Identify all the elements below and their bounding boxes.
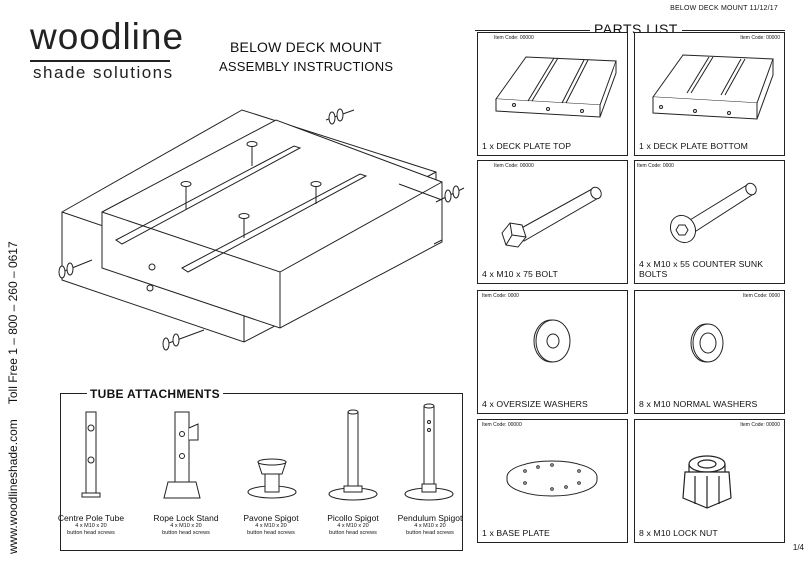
part-caption: 4 x M10 x 55 COUNTER SUNK BOLTS [639,259,764,279]
tube-item-screw-type: button head screws [67,529,115,536]
tube-attachments-illustrations [81,403,454,501]
countersunk-bolt-icon [669,182,757,244]
pavone-spigot-icon [247,458,297,499]
tube-item-centre-pole: Centre Pole Tube 4 x M10 x 20 button hea… [46,513,136,536]
item-code: Item Code: 0000 [743,293,780,299]
document-subtitle: ASSEMBLY INSTRUCTIONS [219,59,394,74]
picollo-spigot-icon [328,409,378,501]
tube-item-screws: 4 x M10 x 20 [170,523,202,529]
tube-item-screw-type: button head screws [162,529,210,536]
tube-item-pendulum-spigot: Pendulum Spigot 4 x M10 x 20 button head… [385,513,475,536]
base-plate-icon [506,460,598,497]
lock-nut-icon [682,455,732,509]
part-caption: 1 x DECK PLATE TOP [482,141,572,151]
normal-washer-icon [690,323,724,363]
item-code: Item Code: 00000 [740,35,780,41]
centre-pole-tube-icon [81,411,101,498]
item-code: Item Code: 00000 [494,163,534,169]
tube-item-picollo-spigot: Picollo Spigot 4 x M10 x 20 button head … [308,513,398,536]
part-caption: 8 x M10 NORMAL WASHERS [639,399,758,409]
deck-plate-top-icon [495,56,617,118]
part-card-base-plate: Item Code: 00000 1 x BASE PLATE [477,419,628,543]
rope-lock-stand-icon [163,411,201,499]
page-number: 1/4 [792,543,804,552]
tube-item-label: Picollo Spigot [327,513,379,523]
tube-attachments-title: TUBE ATTACHMENTS [87,387,223,401]
tube-item-rope-lock-stand: Rope Lock Stand 4 x M10 x 20 button head… [141,513,231,536]
contact-info: www.woodlineshade.com Toll Free 1 – 800 … [6,234,20,554]
logo-brand: woodline [30,16,185,57]
tube-item-screws: 4 x M10 x 20 [75,523,107,529]
part-caption: 8 x M10 LOCK NUT [639,528,718,538]
hex-bolt-icon [501,186,602,248]
item-code: Item Code: 00000 [740,422,780,428]
item-code: Item Code: 0000 [637,163,674,169]
logo-divider [30,60,170,62]
pendulum-spigot-icon [404,403,454,501]
part-card-deck-plate-bottom: Item Code: 00000 1 x DECK PLATE BOTTOM [634,32,785,156]
item-code: Item Code: 0000 [482,293,519,299]
deck-plate-bottom-icon [652,54,774,120]
part-card-lock-nut: Item Code: 00000 8 x M10 LOCK NUT [634,419,785,543]
tube-item-screws: 4 x M10 x 20 [414,523,446,529]
part-caption: 4 x OVERSIZE WASHERS [482,399,588,409]
oversize-washer-icon [533,319,571,363]
part-caption: 1 x BASE PLATE [482,528,550,538]
part-card-hex-bolt: Item Code: 00000 4 x M10 x 75 BOLT [477,160,628,284]
logo-tagline: shade solutions [33,63,174,82]
part-card-deck-plate-top: Item Code: 00000 1 x DECK PLATE TOP [477,32,628,156]
part-caption: 4 x M10 x 75 BOLT [482,269,558,279]
tube-item-screw-type: button head screws [247,529,295,536]
tube-item-pavone-spigot: Pavone Spigot 4 x M10 x 20 button head s… [226,513,316,536]
tube-item-screws: 4 x M10 x 20 [337,523,369,529]
tube-item-screw-type: button head screws [329,529,377,536]
part-caption: 1 x DECK PLATE BOTTOM [639,141,748,151]
assembly-illustration [58,108,465,351]
tube-item-screws: 4 x M10 x 20 [255,523,287,529]
document-reference: BELOW DECK MOUNT 11/12/17 [670,5,778,12]
tube-item-label: Rope Lock Stand [153,513,219,523]
part-card-oversize-washer: Item Code: 0000 4 x OVERSIZE WASHERS [477,290,628,414]
tube-item-label: Centre Pole Tube [57,513,125,523]
phone-number: Toll Free 1 – 800 – 260 – 0617 [6,241,20,405]
tube-attachments-panel [60,393,463,551]
item-code: Item Code: 00000 [482,422,522,428]
website-link[interactable]: www.woodlineshade.com [6,419,20,554]
part-card-countersunk-bolt: Item Code: 0000 4 x M10 x 55 COUNTER SUN… [634,160,785,284]
tube-item-label: Pendulum Spigot [397,513,463,523]
item-code: Item Code: 00000 [494,35,534,41]
part-card-normal-washer: Item Code: 0000 8 x M10 NORMAL WASHERS [634,290,785,414]
tube-item-label: Pavone Spigot [243,513,299,523]
document-title: BELOW DECK MOUNT [230,39,382,55]
tube-item-screw-type: button head screws [406,529,454,536]
